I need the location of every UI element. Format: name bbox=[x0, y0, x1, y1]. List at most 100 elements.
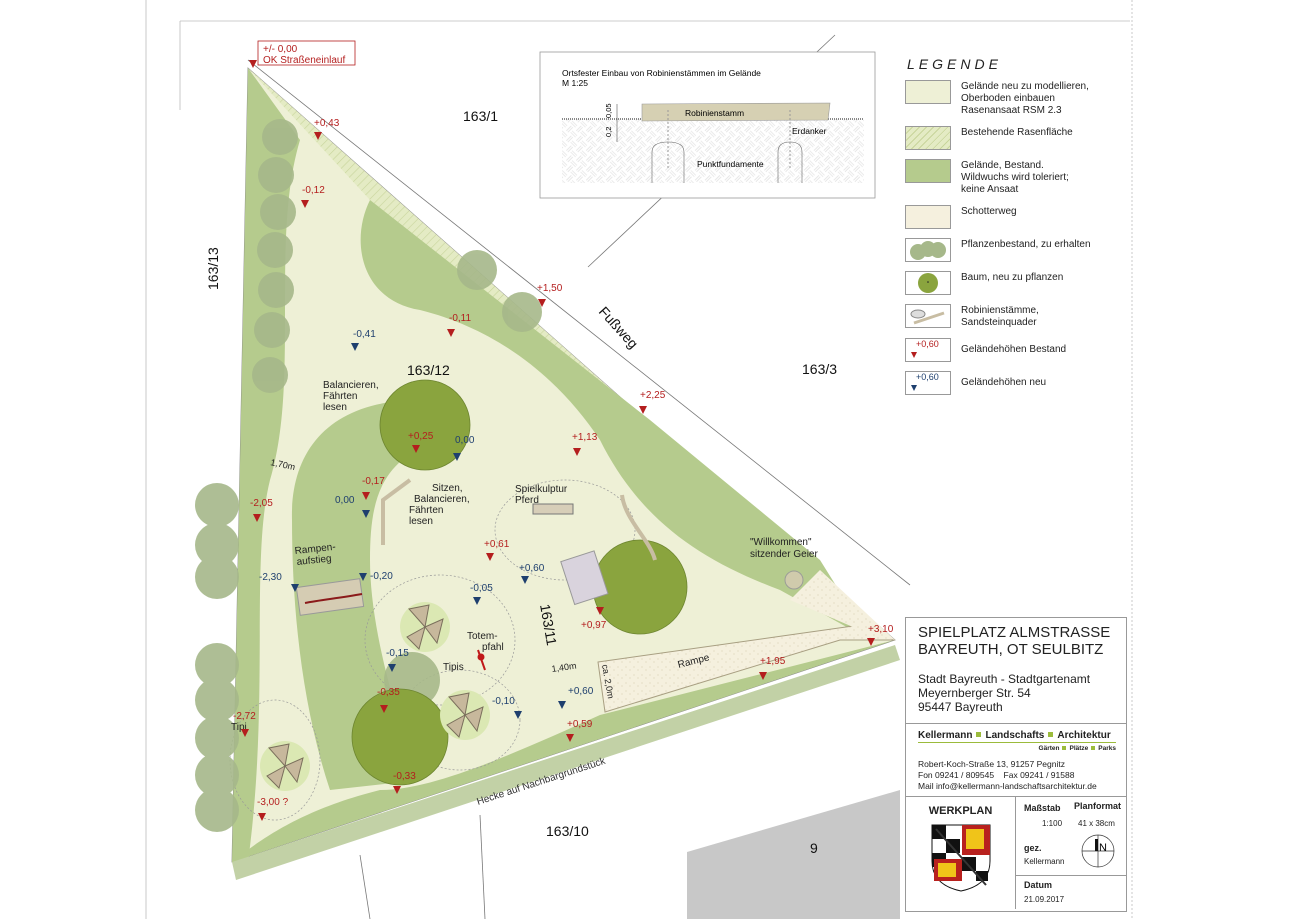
svg-text:-0,05: -0,05 bbox=[470, 583, 493, 594]
elevation-marker: -0,33 bbox=[393, 771, 416, 794]
new-trees bbox=[351, 379, 688, 786]
legend-label: Baum, neu zu pflanzen bbox=[961, 272, 1064, 283]
svg-text:+0,61: +0,61 bbox=[484, 539, 510, 550]
elevation-marker: -2,30 bbox=[259, 572, 299, 592]
firm-mail: Mail info@kellermann-landschaftsarchitek… bbox=[918, 781, 1097, 791]
svg-text:-0,33: -0,33 bbox=[393, 771, 416, 782]
north-label: N bbox=[1099, 842, 1107, 854]
firm-sub-2: Plätze bbox=[1069, 745, 1089, 752]
reference-line1: +/- 0,00 bbox=[263, 44, 298, 55]
coat-of-arms-icon bbox=[931, 824, 990, 892]
label-pferd: Spielkulptur bbox=[515, 484, 568, 495]
client-address: Stadt Bayreuth - Stadtgartenamt Meyernbe… bbox=[918, 672, 1091, 714]
date-label: Datum bbox=[1024, 880, 1053, 890]
label-totem: Totem- bbox=[467, 631, 498, 642]
elevation-marker: +1,50 bbox=[537, 283, 563, 307]
scale-value: 1:100 bbox=[1042, 819, 1063, 828]
elevation-existing-icon: +0,60 bbox=[905, 338, 951, 362]
elevation-marker: +1,13 bbox=[572, 432, 598, 456]
label-tipi: Tipi bbox=[231, 722, 247, 733]
svg-text:-0,20: -0,20 bbox=[370, 571, 393, 582]
legend-label: Gelände, Bestand. Wildwuchs wird tolerie… bbox=[961, 160, 1069, 195]
swatch-gravel bbox=[905, 205, 951, 229]
plants-icon bbox=[905, 238, 951, 262]
label-rampenaufstieg: Rampen- bbox=[294, 542, 336, 557]
svg-text:-0,17: -0,17 bbox=[362, 476, 385, 487]
label-rampenaufstieg: aufstieg bbox=[296, 553, 332, 568]
elevation-marker: -0,05 bbox=[470, 583, 493, 605]
label-geier: sitzender Geier bbox=[750, 549, 818, 560]
elevation-marker: +1,95 bbox=[759, 656, 786, 680]
tree-icon bbox=[592, 539, 688, 635]
existing-green-loop bbox=[291, 400, 440, 790]
detail-anchor-label: Erdanker bbox=[792, 126, 827, 136]
svg-text:+3,10: +3,10 bbox=[868, 624, 894, 635]
elevation-marker: -2,72 bbox=[233, 711, 256, 737]
label-sitzen: lesen bbox=[409, 516, 433, 527]
svg-text:+0,60: +0,60 bbox=[568, 686, 594, 697]
label-tipis: Tipis bbox=[443, 662, 464, 673]
date-value: 21.09.2017 bbox=[1024, 895, 1065, 904]
detail-title: Ortsfester Einbau von Robinienstämmen im… bbox=[562, 68, 761, 78]
parcel-9: 9 bbox=[810, 840, 818, 856]
svg-text:0,00: 0,00 bbox=[335, 495, 355, 506]
ramp-gravel bbox=[597, 624, 896, 713]
legend-label: Robinienstämme, Sandsteinquader bbox=[961, 305, 1039, 328]
firm-sub-1: Gärten bbox=[1038, 745, 1060, 752]
label-sitzen: Sitzen, bbox=[432, 483, 463, 494]
svg-text:-2,05: -2,05 bbox=[250, 498, 273, 509]
detail-section: Ortsfester Einbau von Robinienstämmen im… bbox=[539, 51, 876, 199]
detail-scale: M 1:25 bbox=[562, 78, 588, 88]
existing-green-left bbox=[232, 68, 300, 862]
elevation-marker: -0,15 bbox=[386, 648, 409, 672]
sheet-frame bbox=[145, 0, 1133, 919]
elevation-marker: -0,20 bbox=[359, 571, 393, 582]
swatch-new-lawn bbox=[905, 80, 951, 104]
svg-text:-3,00 ?: -3,00 ? bbox=[257, 797, 289, 808]
drawn-value: Kellermann bbox=[1024, 857, 1065, 866]
firm-sub-3: Parks bbox=[1098, 745, 1116, 752]
ramp-ascent bbox=[295, 578, 365, 616]
parcel-163-11: 163/11 bbox=[537, 603, 560, 647]
parcel-163-1: 163/1 bbox=[463, 108, 498, 124]
elevation-marker: -0,41 bbox=[351, 329, 376, 351]
svg-text:+2,25: +2,25 bbox=[640, 390, 666, 401]
north-arrow-icon: N bbox=[1081, 834, 1115, 868]
ramp-rope bbox=[304, 593, 363, 604]
reference-box bbox=[257, 40, 356, 66]
street-fussweg: Fußweg bbox=[596, 303, 642, 351]
elevation-marker: +0,25 bbox=[408, 431, 434, 453]
format-value: 41 x 38cm bbox=[1078, 819, 1115, 828]
elevation-marker: -0,35 bbox=[377, 687, 400, 713]
legend-label: Pflanzenbestand, zu erhalten bbox=[961, 239, 1091, 250]
legend-title: LEGENDE bbox=[907, 56, 1002, 72]
label-sitzen: Fährten bbox=[409, 505, 443, 516]
svg-text:+1,95: +1,95 bbox=[760, 656, 786, 667]
svg-text:-2,30: -2,30 bbox=[259, 572, 282, 583]
parcel-163-10: 163/10 bbox=[546, 823, 589, 839]
legend-sample: +0,60 bbox=[916, 339, 939, 349]
plan-type: WERKPLAN bbox=[928, 805, 993, 817]
legend-item: Gelände, Bestand. Wildwuchs wird tolerie… bbox=[905, 159, 1125, 196]
elevation-marker: +0,60 bbox=[558, 686, 594, 709]
existing-green-right bbox=[360, 200, 870, 640]
svg-text:+0,43: +0,43 bbox=[314, 118, 340, 129]
legend-label: Bestehende Rasenfläche bbox=[961, 127, 1073, 138]
existing-plants bbox=[195, 119, 804, 832]
elevation-marker: +3,10 bbox=[867, 624, 894, 646]
elevation-marker: +2,25 bbox=[639, 390, 666, 414]
svg-text:-0,35: -0,35 bbox=[377, 687, 400, 698]
elevation-marker: 0,00 bbox=[453, 435, 475, 461]
parcel-163-3: 163/3 bbox=[802, 361, 837, 377]
totem-pole-head bbox=[477, 653, 485, 661]
svg-text:-0,12: -0,12 bbox=[302, 185, 325, 196]
elevation-marker: -2,05 bbox=[250, 498, 273, 522]
elevation-marker: +0,59 bbox=[566, 719, 593, 742]
svg-text:+0,59: +0,59 bbox=[567, 719, 593, 730]
legend-label: Geländehöhen Bestand bbox=[961, 344, 1067, 355]
elevation-marker: -0,17 bbox=[362, 476, 385, 500]
